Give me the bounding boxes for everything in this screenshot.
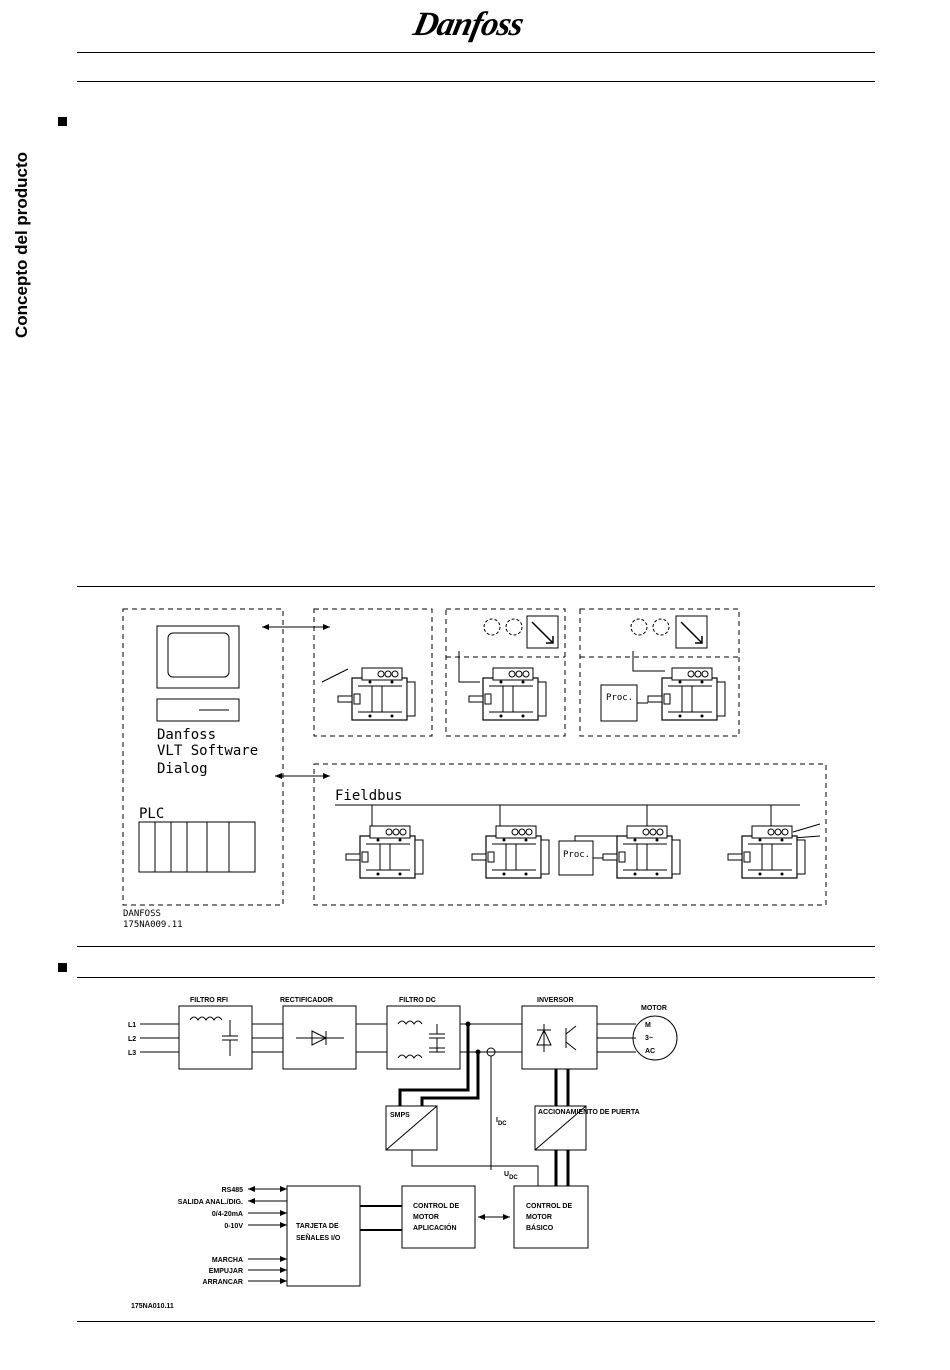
app-control-label-1: CONTROL DE bbox=[413, 1203, 459, 1210]
basic-control-label-3: BÁSICO bbox=[526, 1223, 554, 1232]
motor-m-label: M bbox=[645, 1022, 651, 1029]
pc-plc-panel bbox=[122, 608, 284, 906]
pc-brand-label: Danfoss bbox=[157, 727, 216, 743]
rfi-filter-label: FILTRO RFI bbox=[190, 997, 228, 1004]
motor-3-label: 3~ bbox=[645, 1035, 653, 1042]
signal-analog-digital-out: SALIDA ANAL./DIG. bbox=[178, 1199, 243, 1206]
dc-filter-label: FILTRO DC bbox=[399, 997, 436, 1004]
pc-dialog-label: Dialog bbox=[157, 761, 208, 777]
io-card-label-1: TARJETA DE bbox=[296, 1223, 339, 1230]
pc-software-label: VLT Software bbox=[157, 743, 258, 759]
proc-label: Proc. bbox=[606, 693, 633, 703]
io-card-label-2: SEÑALES I/O bbox=[296, 1233, 341, 1242]
motor-ac-label: AC bbox=[645, 1048, 655, 1055]
bullet-square-icon bbox=[58, 117, 67, 126]
signal-voltage-input: 0-10V bbox=[224, 1223, 243, 1230]
input-l3: L3 bbox=[128, 1050, 136, 1057]
udc-label: UDC bbox=[504, 1171, 518, 1181]
basic-control-label-2: MOTOR bbox=[526, 1214, 552, 1221]
signal-start: MARCHA bbox=[212, 1257, 243, 1264]
drive-box-2 bbox=[445, 608, 566, 737]
block-diagram-code: 175NA010.11 bbox=[131, 1303, 174, 1310]
section-rule bbox=[77, 946, 875, 947]
app-control-label-2: MOTOR bbox=[413, 1214, 439, 1221]
fieldbus-label: Fieldbus bbox=[335, 788, 402, 804]
motor-label: MOTOR bbox=[641, 1005, 667, 1012]
section-rule bbox=[77, 586, 875, 587]
bullet-square-icon bbox=[58, 963, 67, 972]
footer-rule bbox=[77, 1321, 875, 1322]
fieldbus-box bbox=[313, 763, 827, 906]
signal-run: ARRANCAR bbox=[203, 1279, 243, 1286]
basic-control-label-1: CONTROL DE bbox=[526, 1203, 572, 1210]
header-rule-top bbox=[77, 52, 875, 53]
section-rule bbox=[77, 977, 875, 978]
app-control-label-3: APLICACIÓN bbox=[413, 1223, 457, 1232]
idc-label: IDC bbox=[496, 1117, 507, 1127]
block-diagram bbox=[140, 1005, 678, 1287]
drive-box-1 bbox=[313, 608, 433, 737]
signal-jog: EMPUJAR bbox=[209, 1268, 243, 1275]
header-rule-bottom bbox=[77, 81, 875, 82]
signal-rs485: RS485 bbox=[222, 1187, 244, 1194]
drive-box-3 bbox=[579, 608, 740, 737]
input-l1: L1 bbox=[128, 1022, 136, 1029]
proc-label-fieldbus: Proc. bbox=[563, 850, 590, 860]
input-l2: L2 bbox=[128, 1036, 136, 1043]
figure-brand-caption: DANFOSS bbox=[123, 909, 161, 919]
rectifier-label: RECTIFICADOR bbox=[280, 997, 333, 1004]
inverter-label: INVERSOR bbox=[537, 997, 574, 1004]
plc-label: PLC bbox=[139, 806, 164, 822]
smps-label: SMPS bbox=[390, 1112, 410, 1119]
signal-current-input: 0/4-20mA bbox=[212, 1211, 243, 1218]
figure-code-caption: 175NA009.11 bbox=[123, 920, 183, 930]
gate-drive-label: ACCIONAMIENTO DE PUERTA bbox=[538, 1109, 640, 1116]
